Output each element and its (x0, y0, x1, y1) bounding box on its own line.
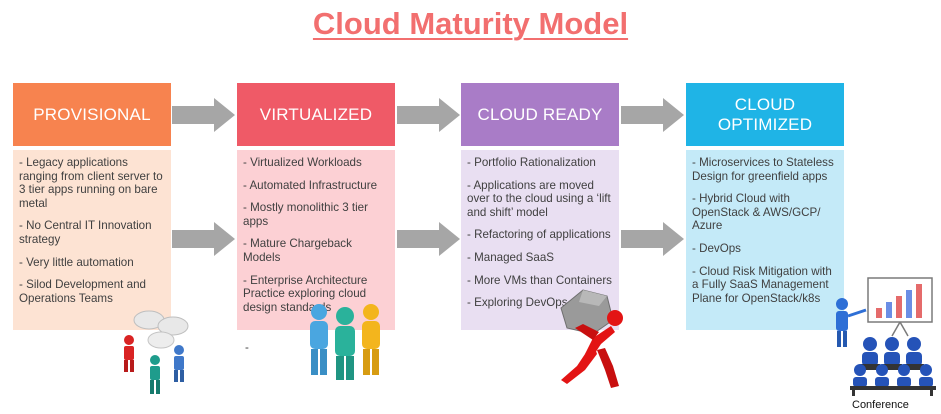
stage-label: CLOUD READY (477, 104, 603, 124)
presentation-audience-icon (836, 277, 936, 396)
list-item: - Exploring DevOps (467, 296, 568, 310)
list-item: - Enterprise Architecture Practice explo… (243, 273, 368, 314)
list-item: - Virtualized Workloads (243, 156, 362, 169)
stage-virtualized: VIRTUALIZED (237, 83, 395, 146)
list-item: - Silod Development and Operations Teams (19, 278, 146, 305)
arrow-right-icon (172, 98, 235, 132)
list-item: - Microservices to Stateless Design for … (692, 156, 834, 183)
list-item: - Mature Chargeback Models (243, 237, 352, 264)
list-item: - Portfolio Rationalization (467, 156, 596, 169)
list-item: - (245, 341, 249, 354)
list-item: - DevOps (692, 241, 741, 255)
people-group-icon (310, 304, 380, 380)
list-item: - Mostly monolithic 3 tier apps (243, 201, 368, 228)
arrow-right-icon (621, 98, 684, 132)
stage-cloud-optimized: CLOUD OPTIMIZED (686, 83, 844, 146)
arrow-right-icon (172, 222, 235, 256)
list-item: - Hybrid Cloud with OpenStack & AWS/GCP/… (692, 192, 821, 233)
list-item: - Cloud Risk Mitigation with a Fully Saa… (692, 264, 832, 305)
arrow-right-icon (621, 222, 684, 256)
list-item: - Refactoring of applications (467, 228, 611, 242)
stage-label: PROVISIONAL (33, 104, 151, 124)
list-item: - Automated Infrastructure (243, 178, 378, 192)
list-item: - Applications are moved over to the clo… (467, 178, 611, 219)
list-item: - More VMs than Containers (467, 273, 612, 287)
panel-virtualized: - Virtualized Workloads - Automated Infr… (237, 150, 395, 330)
arrow-right-icon (397, 98, 460, 132)
arrow-right-icon (397, 222, 460, 256)
list-item: - Legacy applications ranging from clien… (19, 156, 163, 210)
panel-cloud-optimized: - Microservices to Stateless Design for … (686, 150, 844, 330)
list-item: - Managed SaaS (467, 250, 555, 264)
panel-cloud-ready: - Portfolio Rationalization - Applicatio… (461, 150, 619, 330)
stage-provisional: PROVISIONAL (13, 83, 171, 146)
panel-provisional: - Legacy applications ranging from clien… (13, 150, 171, 330)
people-chatting-icon (124, 310, 189, 394)
list-item: - No Central IT Innovation strategy (19, 219, 152, 246)
conference-caption: Conference (852, 399, 909, 411)
list-item: - Very little automation (19, 255, 134, 269)
stage-label: CLOUD OPTIMIZED (717, 94, 813, 134)
page-title: Cloud Maturity Model (312, 6, 629, 41)
man-carrying-rock-icon (560, 289, 623, 388)
stage-cloud-ready: CLOUD READY (461, 83, 619, 146)
stage-label: VIRTUALIZED (259, 104, 373, 124)
